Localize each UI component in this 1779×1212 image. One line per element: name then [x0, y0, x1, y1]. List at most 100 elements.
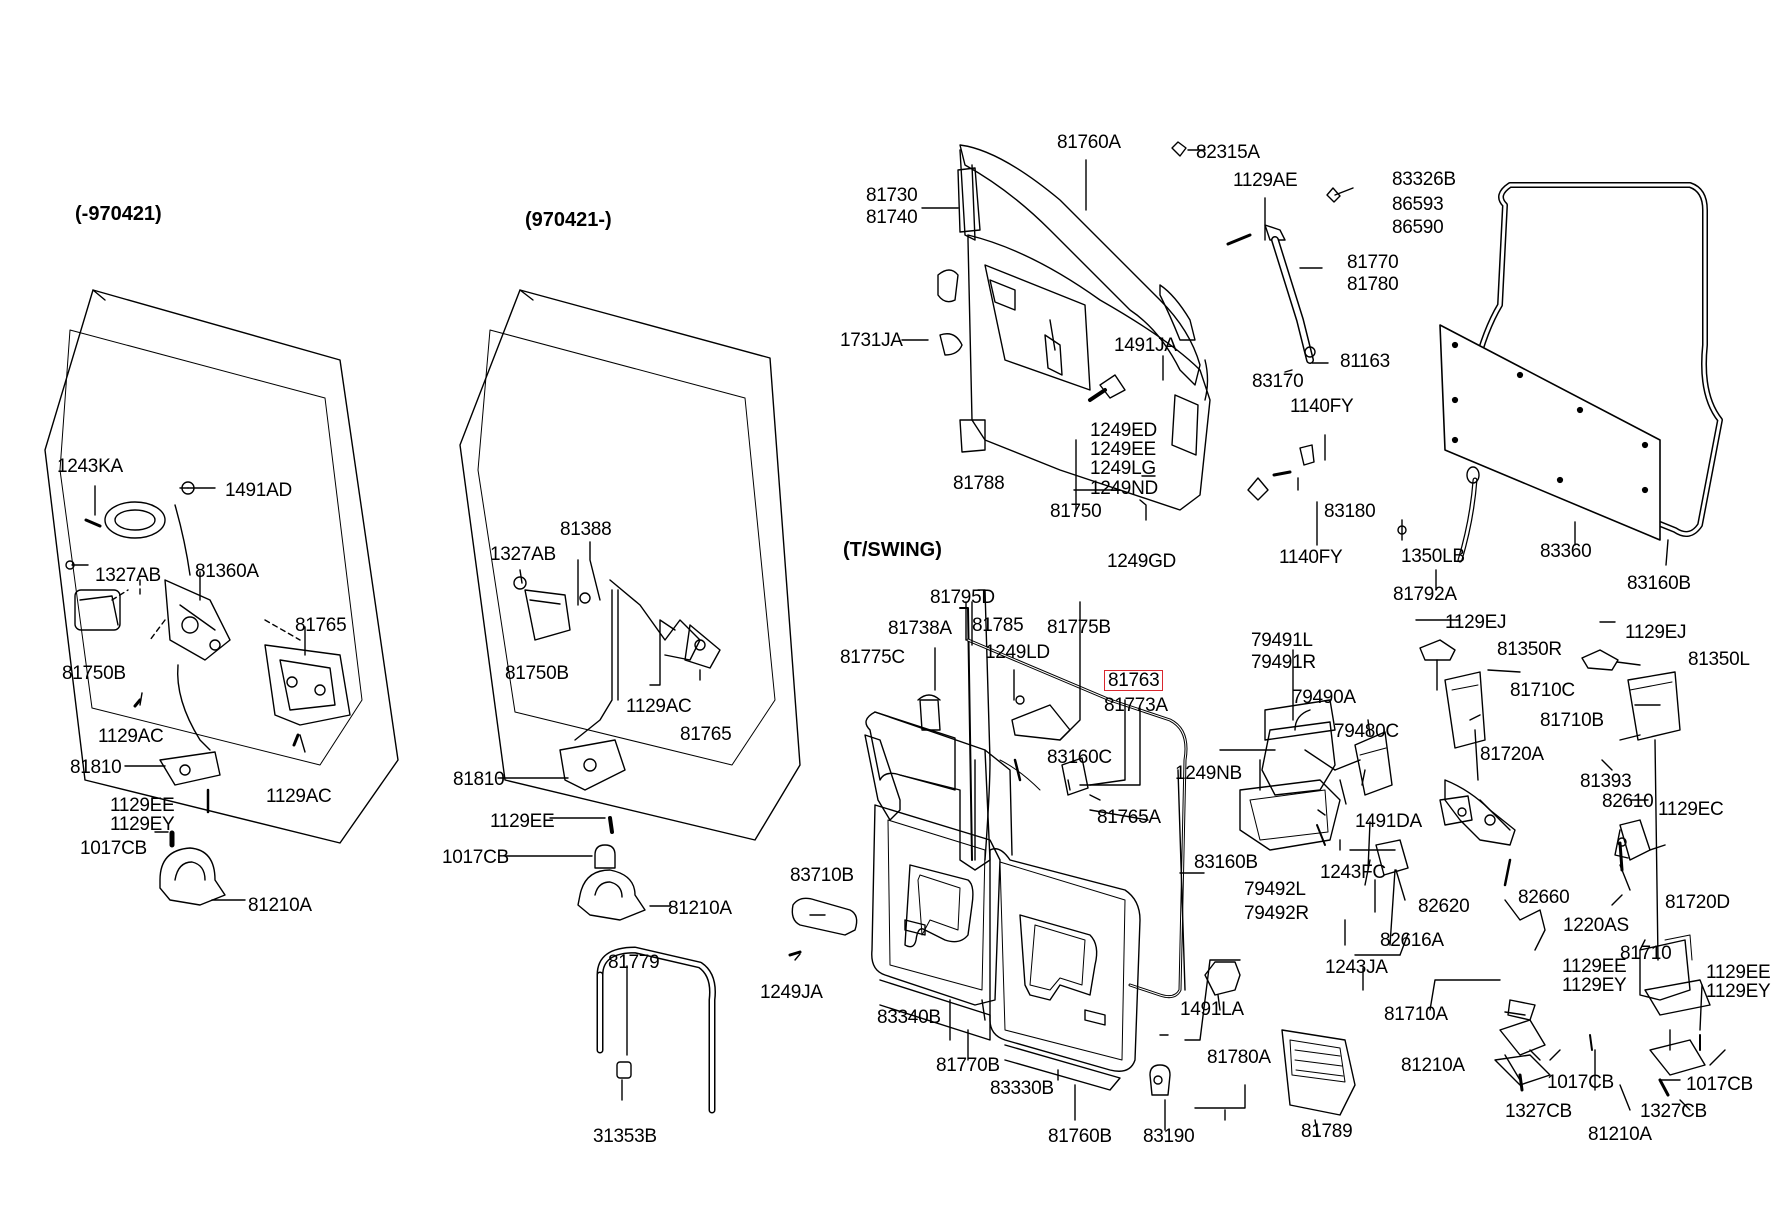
- part-label[interactable]: 83326B: [1392, 169, 1456, 190]
- part-label[interactable]: 83710B: [790, 865, 854, 886]
- part-label[interactable]: 1249ED: [1090, 420, 1157, 441]
- part-label[interactable]: 81780: [1347, 274, 1399, 295]
- part-label[interactable]: 81710A: [1384, 1004, 1448, 1025]
- part-label[interactable]: 81163: [1340, 351, 1390, 372]
- part-label[interactable]: 31353B: [593, 1126, 657, 1147]
- part-label[interactable]: 82620: [1418, 896, 1470, 917]
- part-label[interactable]: 1220AS: [1563, 915, 1629, 936]
- part-label[interactable]: 1140FY: [1279, 547, 1343, 568]
- part-label[interactable]: 81350R: [1497, 639, 1562, 660]
- part-label[interactable]: 1491DA: [1355, 811, 1422, 832]
- part-label[interactable]: 81388: [560, 519, 612, 540]
- part-label[interactable]: 1129EE: [490, 811, 555, 832]
- part-label[interactable]: 1129EY: [1562, 975, 1627, 996]
- part-label[interactable]: 1129EE: [1562, 956, 1627, 977]
- part-label[interactable]: 1129EE: [1706, 962, 1771, 983]
- part-label[interactable]: 1129AC: [266, 786, 332, 807]
- part-label[interactable]: 1249ND: [1090, 478, 1158, 499]
- part-label[interactable]: 1249NB: [1175, 763, 1242, 784]
- part-label[interactable]: 81770: [1347, 252, 1399, 273]
- part-label[interactable]: 1243KA: [57, 456, 123, 477]
- part-label[interactable]: 81779: [608, 952, 660, 973]
- part-label[interactable]: 86593: [1392, 194, 1444, 215]
- part-label[interactable]: 1249GD: [1107, 551, 1176, 572]
- part-label[interactable]: 83360: [1540, 541, 1592, 562]
- part-label[interactable]: 1731JA: [840, 330, 903, 351]
- part-label[interactable]: 81360A: [195, 561, 259, 582]
- part-label[interactable]: 81720A: [1480, 744, 1544, 765]
- part-label[interactable]: 1140FY: [1290, 396, 1354, 417]
- part-label[interactable]: 1491JA: [1114, 335, 1177, 356]
- part-label[interactable]: 1249JA: [760, 982, 823, 1003]
- part-label[interactable]: 1249LD: [985, 642, 1050, 663]
- part-label[interactable]: 81810: [453, 769, 505, 790]
- part-label[interactable]: 81210A: [1588, 1124, 1652, 1145]
- part-label[interactable]: 81750B: [505, 663, 569, 684]
- part-label[interactable]: 82616A: [1380, 930, 1444, 951]
- part-label[interactable]: 81738A: [888, 618, 952, 639]
- part-label[interactable]: 81810: [70, 757, 122, 778]
- part-label[interactable]: 81750: [1050, 501, 1102, 522]
- part-label[interactable]: 81210A: [248, 895, 312, 916]
- part-label[interactable]: 81393: [1580, 771, 1632, 792]
- part-label[interactable]: 81775B: [1047, 617, 1111, 638]
- part-label[interactable]: 1249EE: [1090, 439, 1156, 460]
- part-label[interactable]: 86590: [1392, 217, 1444, 238]
- part-label[interactable]: 79492R: [1244, 903, 1309, 924]
- part-label[interactable]: 1327AB: [490, 544, 556, 565]
- part-label[interactable]: 81710: [1620, 943, 1672, 964]
- part-label[interactable]: 81760A: [1057, 132, 1121, 153]
- part-label[interactable]: 81792A: [1393, 584, 1457, 605]
- part-label[interactable]: 1129EC: [1658, 799, 1724, 820]
- part-label[interactable]: 1017CB: [80, 838, 147, 859]
- part-label[interactable]: 81770B: [936, 1055, 1000, 1076]
- part-label[interactable]: 1129EY: [1706, 981, 1771, 1002]
- part-label[interactable]: 1129EE: [110, 795, 175, 816]
- part-label[interactable]: 83190: [1143, 1126, 1195, 1147]
- part-label[interactable]: 1350LB: [1401, 546, 1465, 567]
- part-label[interactable]: 1129AC: [98, 726, 164, 747]
- part-label[interactable]: 81788: [953, 473, 1005, 494]
- part-label[interactable]: 1327CB: [1640, 1101, 1707, 1122]
- part-label[interactable]: 81740: [866, 207, 918, 228]
- part-label[interactable]: 81710B: [1540, 710, 1604, 731]
- part-label[interactable]: 81210A: [668, 898, 732, 919]
- part-label[interactable]: 1129EY: [110, 814, 175, 835]
- part-label[interactable]: 82610: [1602, 791, 1654, 812]
- part-label[interactable]: 1129EJ: [1625, 622, 1687, 643]
- part-label[interactable]: 81765A: [1097, 807, 1161, 828]
- part-label[interactable]: 83330B: [990, 1078, 1054, 1099]
- part-label[interactable]: 81350L: [1688, 649, 1750, 670]
- part-label[interactable]: 81760B: [1048, 1126, 1112, 1147]
- part-label[interactable]: 1249LG: [1090, 458, 1156, 479]
- part-label[interactable]: 83160C: [1047, 747, 1112, 768]
- part-label[interactable]: 81785: [972, 615, 1024, 636]
- part-label[interactable]: 81789: [1301, 1121, 1353, 1142]
- part-label[interactable]: 82315A: [1196, 142, 1260, 163]
- part-label[interactable]: 81765: [295, 615, 347, 636]
- part-label[interactable]: 81710C: [1510, 680, 1575, 701]
- part-label[interactable]: 81730: [866, 185, 918, 206]
- part-label[interactable]: 79492L: [1244, 879, 1306, 900]
- part-label[interactable]: 1017CB: [442, 847, 509, 868]
- part-label[interactable]: 1327CB: [1505, 1101, 1572, 1122]
- part-label[interactable]: 79480C: [1334, 721, 1399, 742]
- part-label[interactable]: 81720D: [1665, 892, 1730, 913]
- part-label[interactable]: 83160B: [1194, 852, 1258, 873]
- part-label[interactable]: 83340B: [877, 1007, 941, 1028]
- part-label[interactable]: 81780A: [1207, 1047, 1271, 1068]
- part-label[interactable]: 79491R: [1251, 652, 1316, 673]
- part-label[interactable]: 1243FC: [1320, 862, 1386, 883]
- part-label[interactable]: 1327AB: [95, 565, 161, 586]
- highlighted-part-label[interactable]: 81763: [1104, 670, 1164, 691]
- part-label[interactable]: 1243JA: [1325, 957, 1388, 978]
- part-label[interactable]: 83160B: [1627, 573, 1691, 594]
- part-label[interactable]: 83170: [1252, 371, 1304, 392]
- part-label[interactable]: 1017CB: [1547, 1072, 1614, 1093]
- part-label[interactable]: 1129AC: [626, 696, 692, 717]
- part-label[interactable]: 1491AD: [225, 480, 292, 501]
- part-label[interactable]: 1129AE: [1233, 170, 1298, 191]
- part-label[interactable]: 79491L: [1251, 630, 1313, 651]
- part-label[interactable]: 81773A: [1104, 695, 1168, 716]
- part-label[interactable]: 81210A: [1401, 1055, 1465, 1076]
